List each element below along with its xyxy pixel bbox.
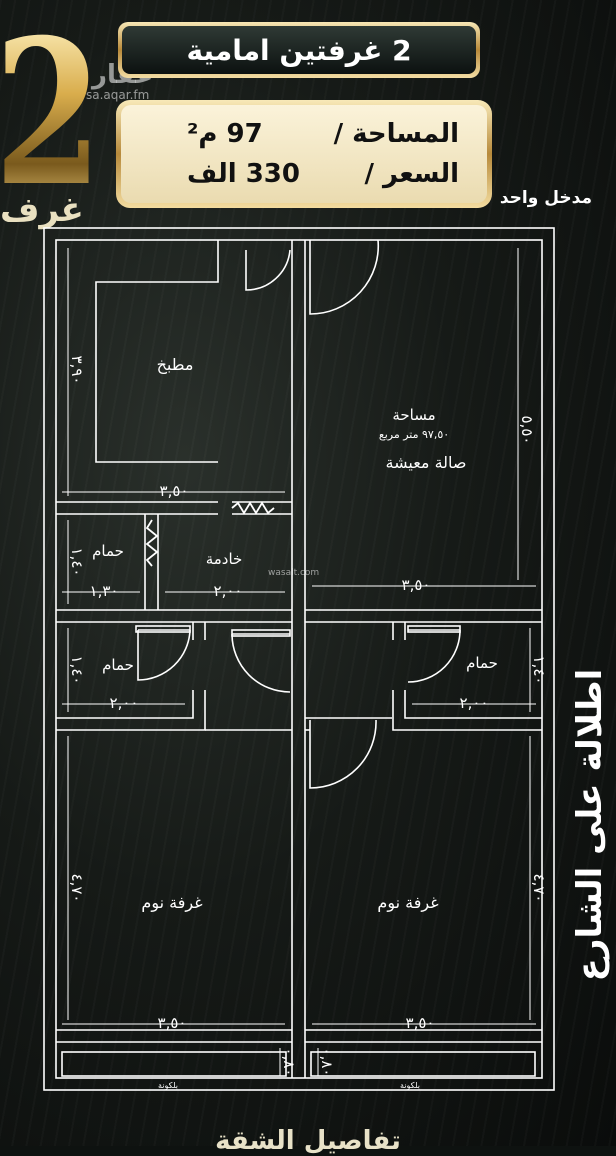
bedroom-1-label: غرفة نوم [141, 893, 202, 913]
dimension-lines [62, 248, 536, 1076]
bedroom-2-label: غرفة نوم [377, 893, 438, 913]
dim-bath3-w: ٢,٠٠ [460, 694, 489, 712]
living-label: صالة معيشة [386, 453, 467, 472]
balcony-2-label: بلكونة [400, 1081, 420, 1090]
watermark-url: sa.aqar.fm [86, 88, 150, 102]
maid-label: خادمة [206, 550, 243, 568]
balcony-1-label: بلكونة [158, 1081, 178, 1090]
dim-bath2-h: ١,٤٠ [68, 656, 86, 685]
price-box: المساحة / 97 م² السعر / 330 الف [116, 100, 492, 208]
wasalt-watermark: wasalt.com [268, 568, 320, 578]
area-label: المساحة / [333, 119, 459, 149]
dim-bed1-h: ٤,٧٠ [68, 874, 86, 903]
dim-balc2-h: ٠,٨٠ [318, 1048, 336, 1077]
title-banner: 2 غرفتين امامية [118, 22, 480, 78]
outer-wall [43, 227, 555, 1091]
bath-3-label: حمام [466, 654, 498, 672]
dim-bed2-w: ٣,٥٠ [406, 1014, 435, 1032]
street-view-label-box: اطلالة على الشارع [560, 669, 616, 982]
area-value: 97 م² [187, 119, 263, 149]
dim-bed2-h: ٤,٧٠ [530, 874, 548, 903]
dim-kitchen-h: ٣,٩٠ [68, 356, 86, 385]
area-caption-value: ٩٧,٥٠ متر مربع [379, 428, 449, 441]
dim-bed1-w: ٣,٥٠ [158, 1014, 187, 1032]
dim-bath1-h: ١,٤٠ [68, 548, 86, 577]
bottom-caption: تفاصيل الشقة [215, 1126, 401, 1156]
big-number: 2 [0, 14, 103, 214]
dim-kitchen-w: ٣,٥٠ [160, 482, 189, 500]
kitchen-label: مطبخ [157, 355, 194, 375]
dim-living-h: ٥,٥٠ [518, 416, 536, 445]
price-value: 330 الف [187, 159, 300, 189]
title-text: 2 غرفتين امامية [122, 26, 476, 74]
bath-2-label: حمام [102, 656, 134, 674]
street-view-label: اطلالة على الشارع [570, 668, 610, 982]
dim-maid-w: ٢,٠٠ [214, 582, 243, 600]
inner-wall [55, 239, 543, 1079]
area-caption: مساحة [392, 406, 435, 424]
dim-bath3-h: ١,٤٠ [530, 656, 548, 685]
bath-1-label: حمام [92, 542, 124, 560]
dim-bath1-w: ١,٣٠ [90, 582, 119, 600]
side-word: غرف [0, 190, 84, 230]
price-label: السعر / [364, 159, 459, 189]
dim-bath2-w: ٢,٠٠ [110, 694, 139, 712]
dim-living-w: ٣,٥٠ [402, 576, 431, 594]
dim-balc1-h: ٠,٨٠ [280, 1048, 298, 1077]
entrance-label: مدخل واحد [499, 188, 592, 208]
